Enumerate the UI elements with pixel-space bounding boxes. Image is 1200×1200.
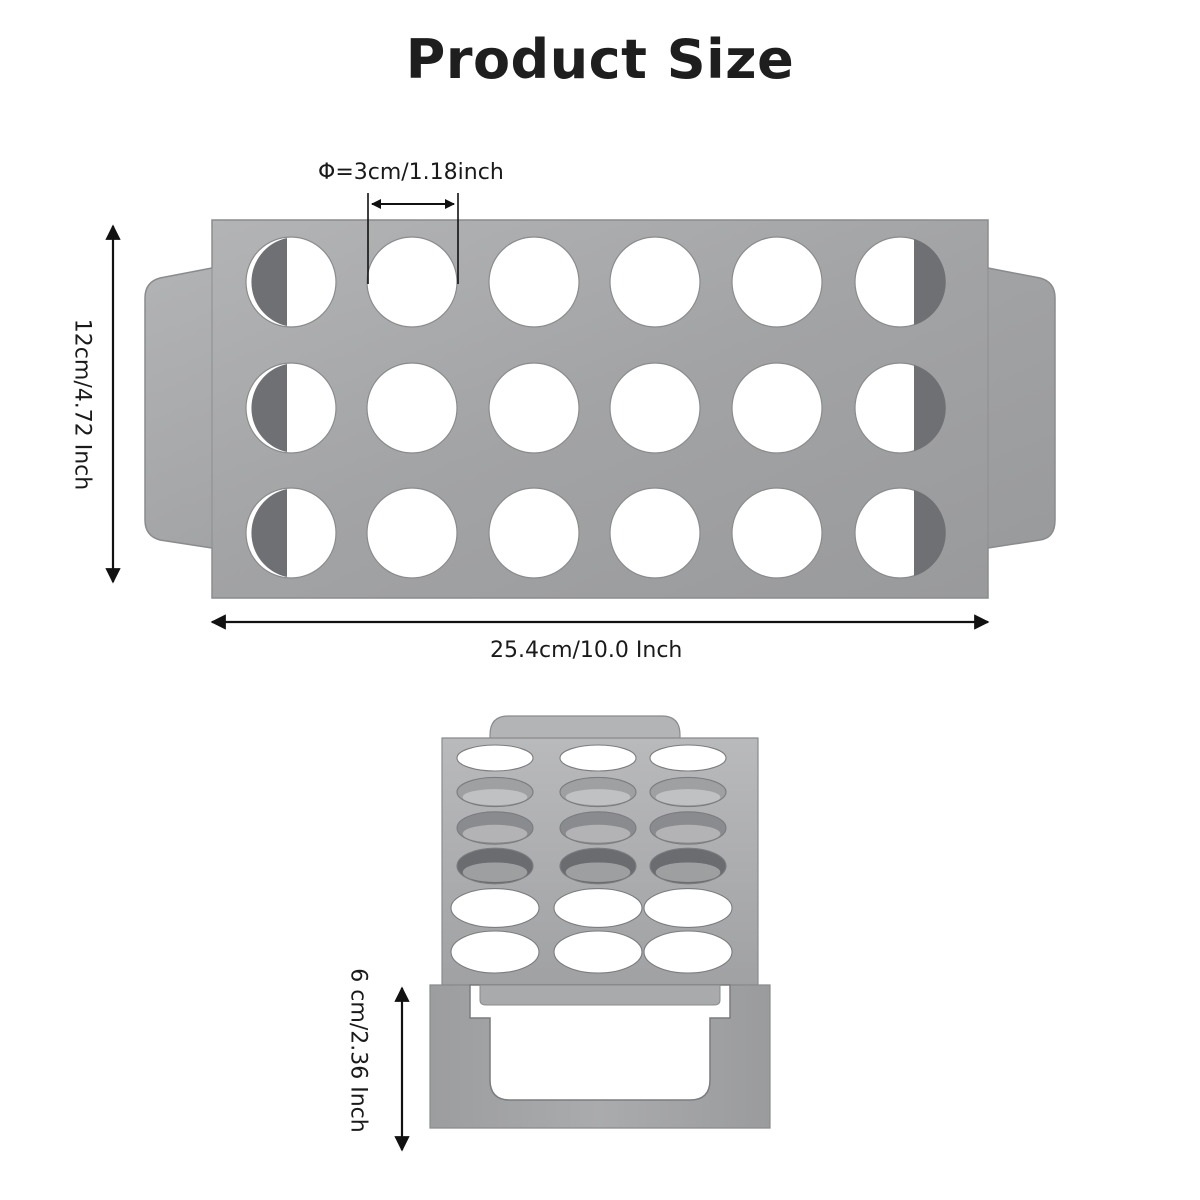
- length-label: 25.4cm/10.0 Inch: [490, 638, 683, 663]
- stand-hole: [649, 776, 727, 808]
- page-title: Product Size: [405, 28, 795, 91]
- top-view-plate: [144, 219, 1056, 599]
- plate-hole: [731, 236, 823, 328]
- stand-hole: [450, 930, 540, 974]
- plate-hole: [609, 487, 701, 579]
- stand-hole: [649, 847, 727, 885]
- plate-outline: [144, 219, 1056, 599]
- plate-holes: [245, 236, 946, 579]
- stand-hole: [456, 744, 534, 772]
- plate-hole: [731, 487, 823, 579]
- plate-hole: [854, 362, 946, 454]
- stand-hole: [649, 811, 727, 845]
- plate-hole: [488, 236, 580, 328]
- plate-hole: [366, 362, 458, 454]
- plate-hole: [245, 362, 337, 454]
- stand-hole: [553, 888, 643, 928]
- plate-hole: [488, 487, 580, 579]
- stand-hole: [559, 847, 637, 885]
- stand-handle-cutout: [469, 984, 731, 1101]
- stand-hole: [559, 776, 637, 808]
- stand-hole: [450, 888, 540, 928]
- stand-hole: [643, 888, 733, 928]
- stand-holes: [450, 744, 733, 974]
- plate-hole: [609, 236, 701, 328]
- stand-hole: [456, 847, 534, 885]
- plate-hole: [854, 487, 946, 579]
- stand-hole: [456, 776, 534, 808]
- hole-diameter-dimension: [367, 193, 459, 284]
- plate-hole: [245, 487, 337, 579]
- plate-hole: [731, 362, 823, 454]
- plate-hole: [609, 362, 701, 454]
- stand-hole: [553, 930, 643, 974]
- hole-diameter-label: Φ=3cm/1.18inch: [318, 160, 504, 185]
- stand-hole: [643, 930, 733, 974]
- stand-hole: [559, 744, 637, 772]
- plate-hole: [854, 236, 946, 328]
- stand-hole: [559, 811, 637, 845]
- plate-hole: [245, 236, 337, 328]
- stand-inner-tab: [479, 984, 721, 1006]
- stand-hole: [649, 744, 727, 772]
- plate-hole: [488, 362, 580, 454]
- plate-hole: [366, 487, 458, 579]
- stand-view: [429, 715, 771, 1129]
- plate-hole: [366, 236, 458, 328]
- stand-hole: [456, 811, 534, 845]
